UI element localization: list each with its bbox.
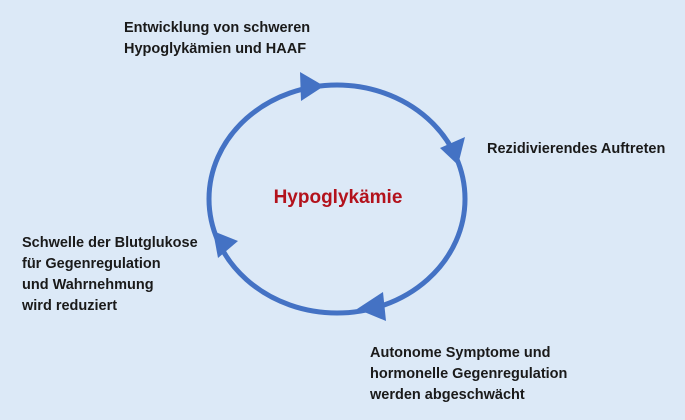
stage-label-line: hormonelle Gegenregulation [370, 366, 568, 382]
cycle-arrow-left [213, 231, 238, 258]
center-title: Hypoglykämie [273, 187, 403, 208]
stage-label-line: werden abgeschwächt [370, 387, 525, 403]
stage-label-line: Entwicklung von schweren [124, 20, 311, 36]
stage-label-line: Schwelle der Blutglukose [22, 235, 198, 251]
stage-label-line: und Wahrnehmung [22, 277, 154, 293]
cycle-ring [206, 82, 468, 316]
stage-label-line: Autonome Symptome und [370, 345, 551, 361]
cycle-arrow-bottom [357, 292, 386, 321]
stage-label-line: Hypoglykämien und HAAF [124, 41, 307, 57]
cycle-arrow-right [440, 137, 465, 165]
stage-label-recurrence: Rezidivierendes Auftreten [487, 139, 665, 160]
cycle-arrow-top [300, 72, 324, 101]
stage-label-line: wird reduziert [22, 298, 118, 314]
stage-label-threshold-reduced: Schwelle der Blutglukose für Gegenregula… [22, 233, 198, 317]
stage-label-line: für Gegenregulation [22, 256, 161, 272]
stage-label-severe-hypoglycemia: Entwicklung von schweren Hypoglykämien u… [124, 18, 310, 60]
stage-label-line: Rezidivierendes Auftreten [487, 141, 666, 157]
stage-label-attenuated-symptoms: Autonome Symptome und hormonelle Gegenre… [370, 343, 567, 406]
